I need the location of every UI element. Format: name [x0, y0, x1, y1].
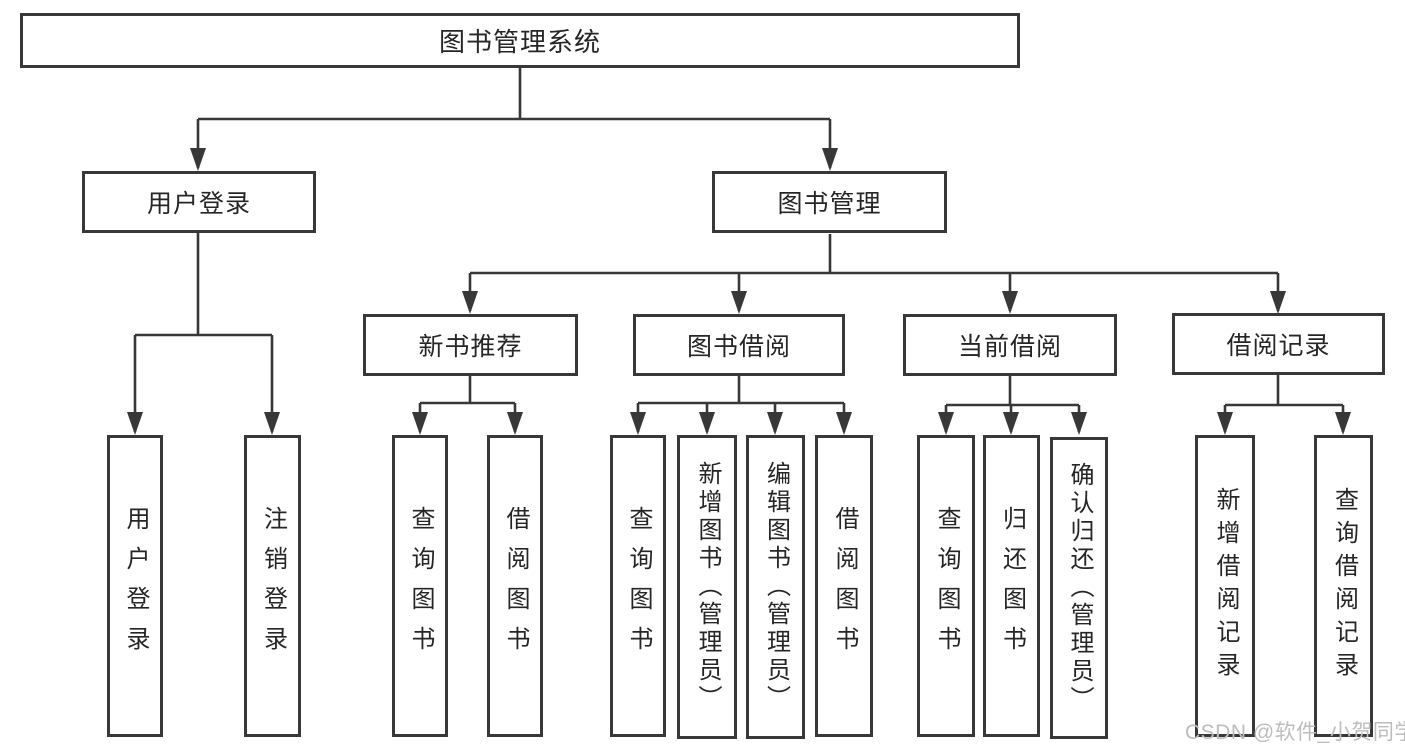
leaf-add-book-admin: 新增图书（管理员） — [677, 435, 737, 739]
leaf-query-borrow-record: 查询借阅记录 — [1314, 435, 1373, 737]
node-book-management: 图书管理 — [712, 171, 947, 233]
node-current-borrow: 当前借阅 — [903, 314, 1117, 376]
leaf-label: 查询借阅记录 — [1330, 487, 1358, 685]
node-new-book-recommend: 新书推荐 — [363, 314, 578, 376]
leaf-label: 借阅图书 — [831, 506, 858, 666]
leaf-query-book-borrow: 查询图书 — [610, 435, 666, 737]
leaf-logout-login: 注销登录 — [244, 435, 301, 737]
leaf-return-book: 归还图书 — [983, 435, 1040, 737]
leaf-label: 注销登录 — [259, 506, 287, 666]
leaf-label: 用户登录 — [122, 506, 149, 666]
node-library-management-system: 图书管理系统 — [20, 13, 1020, 68]
leaf-borrow-book: 借阅图书 — [815, 435, 873, 737]
leaf-borrow-book-recommend: 借阅图书 — [487, 435, 543, 737]
leaf-edit-book-admin: 编辑图书（管理员） — [746, 435, 805, 739]
leaf-label: 确认归还（管理员） — [1066, 462, 1093, 714]
node-user-login: 用户登录 — [82, 171, 316, 233]
leaf-user-login: 用户登录 — [107, 435, 163, 737]
leaf-label: 新增图书（管理员） — [694, 461, 721, 713]
leaf-label: 归还图书 — [998, 506, 1026, 666]
watermark: CSDN @软件_小贺同学 — [1185, 721, 1405, 744]
leaf-confirm-return-admin: 确认归还（管理员） — [1050, 437, 1108, 739]
leaf-add-borrow-record: 新增借阅记录 — [1195, 435, 1255, 737]
node-book-borrow: 图书借阅 — [633, 314, 845, 376]
leaf-label: 新增借阅记录 — [1212, 487, 1239, 685]
leaf-label: 编辑图书（管理员） — [762, 461, 790, 713]
leaf-label: 查询图书 — [933, 506, 960, 666]
leaf-query-book-recommend: 查询图书 — [392, 435, 448, 737]
node-borrow-records: 借阅记录 — [1172, 313, 1385, 375]
leaf-query-book-current: 查询图书 — [917, 435, 975, 737]
arrowhead-icons — [127, 148, 1351, 435]
leaf-label: 查询图书 — [625, 506, 652, 666]
leaf-label: 查询图书 — [407, 506, 434, 666]
leaf-label: 借阅图书 — [502, 506, 529, 666]
